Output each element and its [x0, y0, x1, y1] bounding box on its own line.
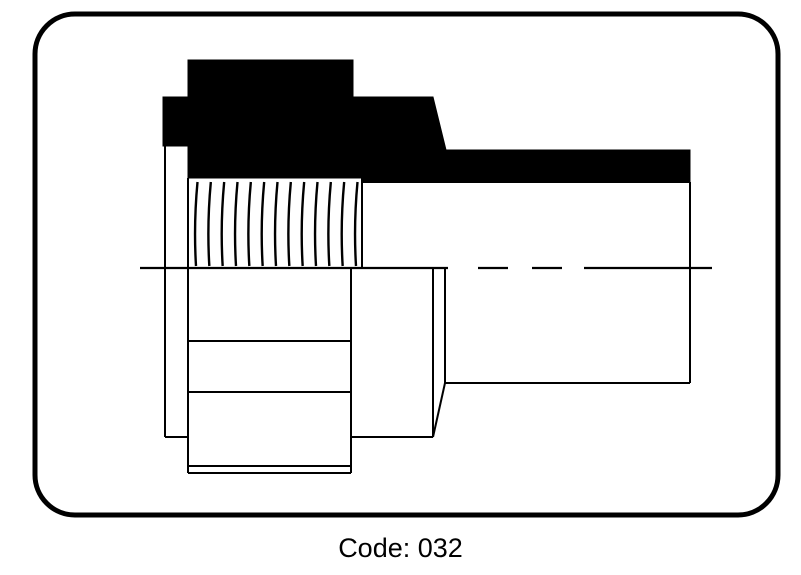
thread-line [193, 181, 199, 267]
drawing-frame [32, 11, 781, 518]
thread-line [353, 181, 359, 267]
internal-threads [193, 181, 359, 267]
thread-line [233, 181, 239, 267]
fitting-section-drawing [32, 11, 781, 518]
thread-line [220, 181, 226, 267]
fitting-wall-section [162, 59, 691, 183]
thread-line [207, 181, 213, 267]
thread-line [327, 181, 333, 267]
thread-line [313, 181, 319, 267]
thread-line [340, 181, 346, 267]
thread-line [273, 181, 279, 267]
thread-line [247, 181, 253, 267]
part-code-caption: Code: 032 [338, 533, 463, 563]
thread-line [300, 181, 306, 267]
thread-line [260, 181, 266, 267]
fitting-lower-outline [164, 146, 691, 474]
thread-line [287, 181, 293, 267]
